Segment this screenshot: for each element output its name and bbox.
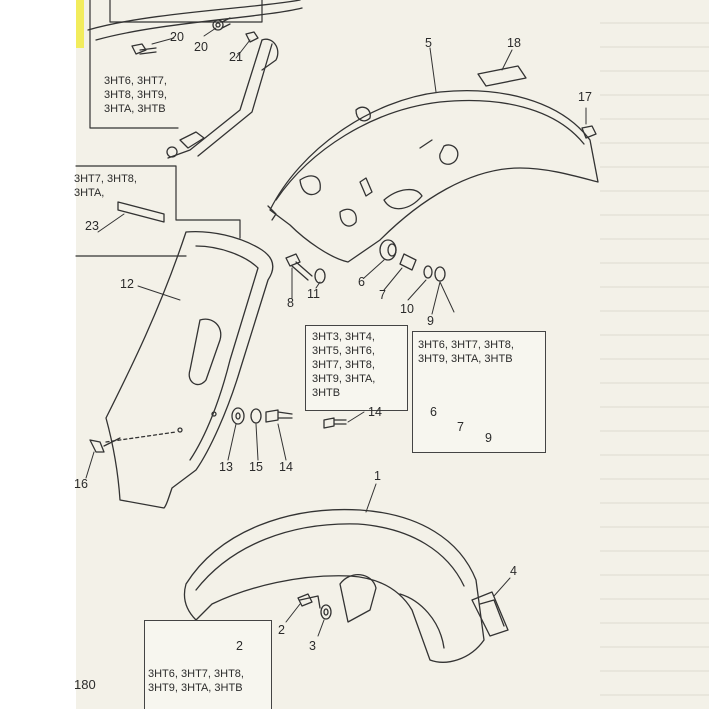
screw-14-box (323, 417, 347, 429)
part-label-4: 4 (510, 564, 517, 578)
part-label-13: 13 (219, 460, 233, 474)
part-label-1: 1 (374, 469, 381, 483)
part-label-6-box: 6 (430, 405, 437, 419)
note-box-right (412, 331, 546, 453)
washer-9-upper (434, 266, 446, 282)
highlighter-mark (76, 0, 84, 48)
part-label-3: 3 (309, 639, 316, 653)
part-label-20: 20 (194, 40, 208, 54)
grommet-6-upper (379, 239, 397, 261)
bolt-8 (285, 253, 313, 281)
note-middle: 3HT3, 3HT4, 3HT5, 3HT6, 3HT7, 3HT8, 3HT9… (312, 331, 376, 399)
note-box-bottom (144, 620, 272, 709)
collar-7-upper (399, 253, 417, 271)
part-label-6-upper: 6 (358, 275, 365, 289)
part-label-21: 21 (229, 50, 243, 64)
part-label-10: 10 (400, 302, 414, 316)
part-label-12: 12 (120, 277, 134, 291)
frame-rail (87, 0, 303, 159)
part-label-7-box: 7 (457, 420, 464, 434)
note-bottom: 3HT6, 3HT7, 3HT8, 3HT9, 3HTA, 3HTB (148, 668, 244, 694)
part-label-17: 17 (578, 90, 592, 104)
washer-20 (212, 17, 231, 31)
washer-10 (423, 265, 433, 279)
inner-fender (105, 230, 274, 509)
part-label-9-upper: 9 (427, 314, 434, 328)
clip-16-leader-dash (105, 431, 177, 443)
rear-fender (267, 90, 599, 263)
part-label-14-box: 14 (368, 405, 382, 419)
frame-bracket (261, 38, 279, 71)
clip-16 (89, 437, 121, 453)
part-label-18: 18 (507, 36, 521, 50)
note-box-middle (305, 325, 408, 411)
part-label-8: 8 (287, 296, 294, 310)
washer-11 (314, 268, 326, 284)
frame-mount-hole (166, 146, 178, 158)
ruled-page-edge (600, 0, 709, 709)
reflector-18 (477, 65, 527, 87)
washer-3 (320, 604, 332, 620)
note-right: 3HT6, 3HT7, 3HT8, 3HT9, 3HTA, 3HTB (418, 339, 514, 365)
part-label-5: 5 (425, 36, 432, 50)
nut-17 (581, 125, 597, 139)
washer-13 (231, 407, 245, 425)
screw-14 (265, 409, 293, 423)
nut-21 (245, 31, 259, 43)
frame-tab (179, 131, 205, 149)
part-label-15: 15 (249, 460, 263, 474)
left-note-box-outline (75, 165, 241, 257)
front-fender (183, 508, 485, 663)
part-label-20-box: 20 (170, 30, 184, 44)
bolt-2-front (297, 593, 313, 607)
bracket-4 (471, 591, 509, 637)
part-label-9-box: 9 (485, 431, 492, 445)
part-label-14: 14 (279, 460, 293, 474)
bolt-20-box (131, 43, 157, 55)
part-label-7-upper: 7 (379, 288, 386, 302)
washer-15 (250, 408, 262, 424)
page-number: 180 (74, 677, 96, 692)
part-label-2-box: 2 (236, 639, 243, 653)
strip-23 (117, 201, 165, 223)
part-label-2-front: 2 (278, 623, 285, 637)
part-label-23: 23 (85, 219, 99, 233)
part-label-11: 11 (307, 287, 320, 301)
part-label-16: 16 (74, 477, 88, 491)
frame-detail-box (89, 0, 263, 129)
note-top-left: 3HT6, 3HT7, 3HT8, 3HT9, 3HTA, 3HTB (104, 75, 167, 115)
note-left-clip: 3HT7, 3HT8, 3HTA, (74, 173, 137, 199)
leader-lines (85, 27, 587, 653)
